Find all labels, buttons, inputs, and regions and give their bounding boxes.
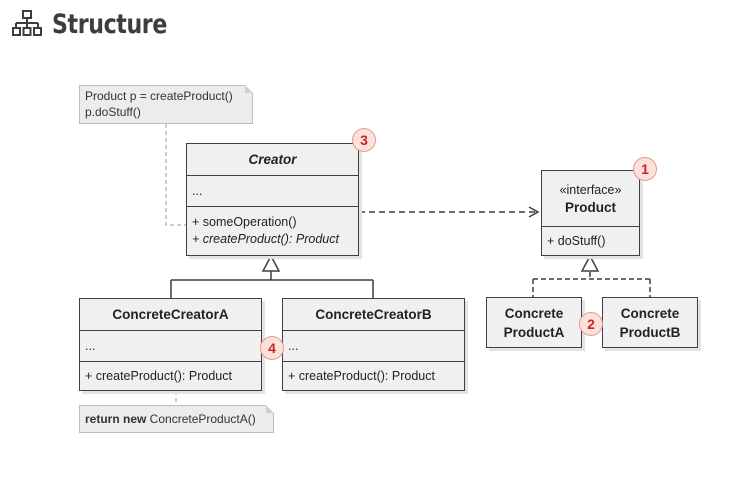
- class-methods: + doStuff(): [542, 226, 639, 255]
- class-name: ConcreteCreatorA: [112, 307, 229, 322]
- class-name-line2: ProductB: [619, 324, 681, 340]
- class-name-line2: ProductA: [503, 324, 565, 340]
- class-name: ConcreteCreatorB: [315, 307, 432, 322]
- class-name-line1: Concrete: [620, 305, 680, 321]
- note-keyword: return new: [85, 412, 147, 426]
- step-badge-2: 2: [579, 312, 603, 336]
- note-line: p.doStuff(): [85, 105, 141, 119]
- note-link-creator: [165, 124, 186, 226]
- inheritance-triangle-creator: [261, 254, 281, 272]
- class-methods: + createProduct(): Product: [80, 361, 261, 390]
- method-do-stuff: + doStuff(): [547, 233, 606, 248]
- concrete-creator-b-class[interactable]: ConcreteCreatorB ... + createProduct(): …: [282, 298, 468, 394]
- method-create-product: + createProduct(): Product: [192, 232, 339, 246]
- concrete-product-a-class[interactable]: Concrete ProductA: [486, 297, 585, 351]
- step-badge-1: 1: [633, 157, 657, 181]
- method-create-product: + createProduct(): Product: [288, 368, 435, 383]
- class-name: Product: [564, 199, 616, 215]
- note-text: ConcreteProductA(): [146, 412, 256, 426]
- creator-code-note: Product p = createProduct() p.doStuff(): [79, 85, 253, 124]
- concrete-product-b-class[interactable]: Concrete ProductB: [602, 297, 701, 351]
- step-badge-4: 4: [260, 336, 284, 360]
- class-name-line1: Concrete: [504, 305, 564, 321]
- class-methods: + someOperation() + createProduct(): Pro…: [187, 206, 358, 255]
- concrete-creator-code-note: return new ConcreteProductA(): [79, 405, 274, 433]
- class-fields: ...: [80, 330, 261, 361]
- step-badge-3: 3: [352, 128, 376, 152]
- realization-triangle-product: [580, 254, 600, 272]
- stereotype-label: «interface»: [559, 182, 622, 197]
- method-create-product: + createProduct(): Product: [85, 368, 232, 383]
- class-name: Creator: [248, 152, 297, 167]
- creator-class[interactable]: Creator ... + someOperation() + createPr…: [186, 143, 362, 259]
- page-title: Structure: [52, 8, 167, 40]
- interface-header: «interface» Product: [542, 171, 639, 226]
- class-fields: ...: [283, 330, 464, 361]
- hierarchy-icon: [12, 10, 42, 36]
- class-fields: ...: [187, 175, 358, 206]
- note-line: Product p = createProduct(): [85, 89, 233, 103]
- product-interface[interactable]: «interface» Product + doStuff(): [541, 170, 643, 259]
- method-some-operation: + someOperation(): [192, 215, 297, 229]
- section-header: Structure: [12, 6, 192, 42]
- concrete-creator-a-class[interactable]: ConcreteCreatorA ... + createProduct(): …: [79, 298, 265, 394]
- class-methods: + createProduct(): Product: [283, 361, 464, 390]
